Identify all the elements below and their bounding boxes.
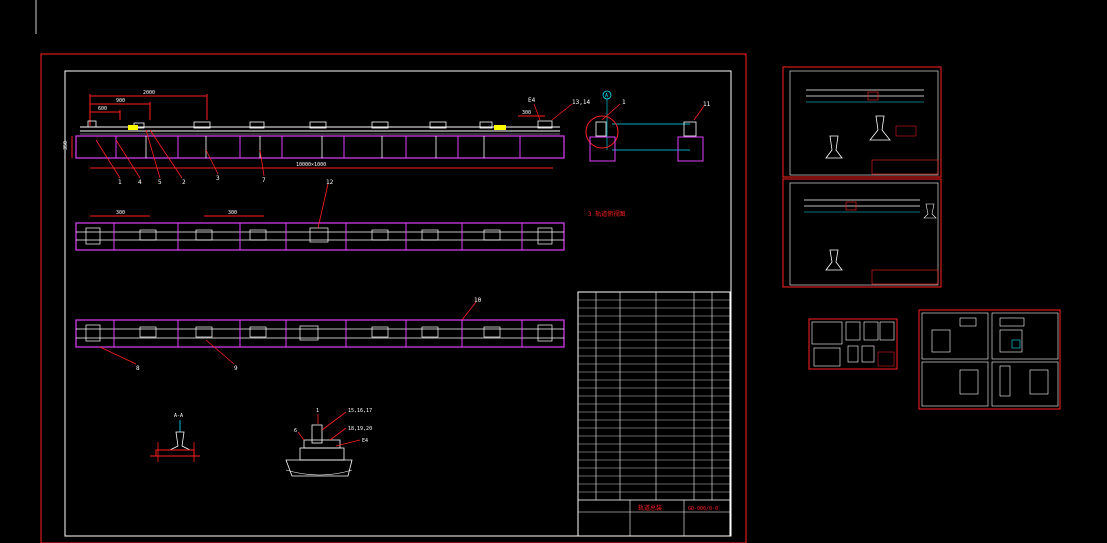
- dim-low: 600: [98, 106, 107, 112]
- callout: 3: [216, 175, 220, 182]
- callout-e4: E4: [528, 97, 536, 104]
- plan2-callout-9: 9: [234, 365, 238, 372]
- main-sheet: [40, 53, 747, 543]
- plan2-callout-10: 10: [474, 297, 482, 304]
- parts-list: 轨道总装 GD-000/0-0: [577, 291, 731, 537]
- dim-right: 300: [522, 110, 531, 116]
- clamp-callout-15: 15,16,17: [348, 408, 372, 414]
- dim-mid: 900: [116, 98, 125, 104]
- clamp-callout-18: 18,19,20: [348, 426, 372, 432]
- detail-label: A-A: [174, 413, 183, 419]
- clamp-callout-1: 1: [316, 408, 319, 414]
- sheet-rail-detail-2: [782, 178, 942, 288]
- plan-view-1: 300 300 12 3 轨道俯视图: [75, 179, 625, 251]
- callout-13-14: 13,14: [572, 99, 590, 106]
- plan1-dim-a: 300: [116, 210, 125, 216]
- detail-a-a: A-A: [150, 413, 200, 462]
- plan1-dim-b: 300: [228, 210, 237, 216]
- title-drawing-no: GD-000/0-0: [688, 506, 718, 512]
- section-callout-1: 1: [622, 99, 626, 106]
- dim-height: 350: [63, 141, 69, 150]
- base-beam: [75, 135, 565, 159]
- plan2-callout-8: 8: [136, 365, 140, 372]
- sheet-assembly-parts: [918, 309, 1061, 410]
- sheet-rail-detail-1: [782, 66, 942, 178]
- clamp-callout-6: 6: [294, 428, 297, 434]
- plan1-note: 3 轨道俯视图: [588, 210, 625, 218]
- callout: 2: [182, 179, 186, 186]
- dim-bottom: 10000×1000: [296, 162, 326, 168]
- detail-clamp: 1 6 15,16,17 18,19,20 E4: [285, 408, 372, 477]
- callout: 1: [118, 179, 122, 186]
- dim-top: 2000: [143, 90, 155, 96]
- title-drawing-name: 轨道总装: [638, 504, 662, 512]
- section-label: A: [605, 93, 608, 99]
- callout: 7: [262, 177, 266, 184]
- plan-view-2: 10 8 9: [75, 297, 565, 372]
- callout: 4: [138, 179, 142, 186]
- section-view: A 1 11: [585, 90, 711, 162]
- sheet-small-parts: [808, 318, 898, 370]
- clamp-callout-e4: E4: [362, 438, 368, 444]
- elevation-view: 2000 900 600 300: [63, 90, 590, 186]
- callout-11: 11: [703, 101, 711, 108]
- callout: 5: [158, 179, 162, 186]
- outer-sheet-border: [40, 53, 747, 543]
- plan1-callout-12: 12: [326, 179, 334, 186]
- elevation-bottom-callouts: 1 4 5 2 3 7: [118, 175, 266, 186]
- inner-sheet-border: [64, 70, 732, 537]
